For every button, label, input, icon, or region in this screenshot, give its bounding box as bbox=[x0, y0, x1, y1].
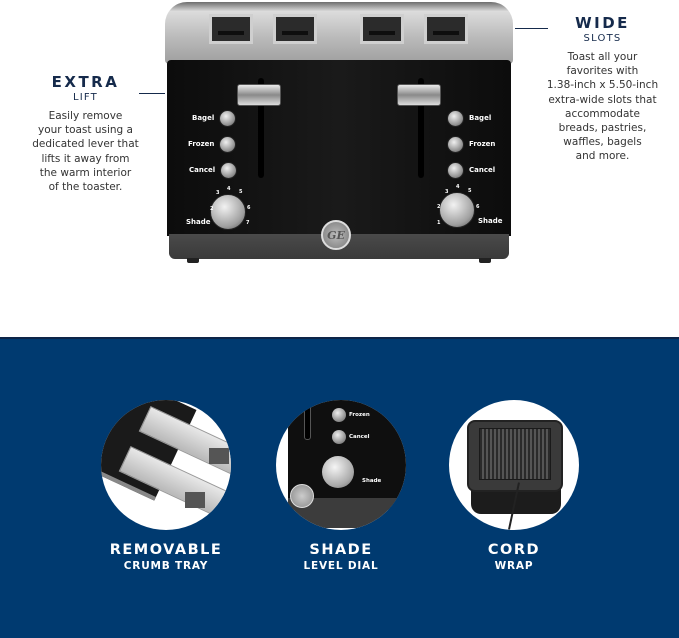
lever-track bbox=[258, 78, 264, 178]
ge-logo-icon: GE bbox=[321, 220, 351, 250]
body-line: and more. bbox=[575, 150, 630, 163]
callout-subtitle: SLOTS bbox=[583, 33, 622, 44]
cord-wrap-image-icon bbox=[449, 400, 579, 530]
feature-title: CORD bbox=[487, 542, 541, 558]
cancel-button-icon bbox=[332, 430, 346, 444]
body-line: your toast using a bbox=[38, 124, 133, 137]
dial-number: 1 bbox=[437, 220, 441, 226]
feature-removable-crumb-tray: REMOVABLE CRUMB TRAY bbox=[96, 400, 236, 573]
tray-tab bbox=[185, 492, 205, 508]
body-line: breads, pastries, bbox=[558, 122, 647, 135]
shade-dial-left-icon bbox=[210, 194, 246, 230]
frozen-button-icon bbox=[332, 408, 346, 422]
extra-lift-leader-line bbox=[139, 93, 165, 94]
ge-logo-icon bbox=[290, 484, 314, 508]
lever-slot bbox=[304, 400, 311, 440]
toaster-foot bbox=[187, 258, 199, 263]
toaster-top-cap bbox=[165, 2, 513, 64]
feature-subtitle: CRUMB TRAY bbox=[123, 560, 209, 572]
body-line: the warm interior bbox=[39, 166, 132, 179]
lever-track bbox=[418, 78, 424, 178]
frozen-button-icon bbox=[219, 135, 237, 153]
shade-dial-image-icon: Frozen Cancel Shade bbox=[276, 400, 406, 530]
body-line: waffles, bagels bbox=[563, 136, 642, 149]
bagel-control-right: Bagel bbox=[447, 109, 491, 127]
product-hero-section: EXTRA LIFT Easily remove your toast usin… bbox=[8, 2, 675, 264]
shade-label-left: Shade bbox=[186, 218, 211, 226]
shade-dial-right-icon bbox=[439, 192, 475, 228]
dial-number: 2 bbox=[210, 206, 214, 212]
bagel-control-left: Bagel bbox=[192, 109, 237, 127]
body-line: lifts it away from bbox=[41, 152, 130, 165]
cancel-control-right: Cancel bbox=[447, 161, 495, 179]
feature-shade-level-dial: Frozen Cancel Shade SHADE LEVEL DIAL bbox=[271, 400, 411, 573]
control-label: Cancel bbox=[189, 166, 216, 174]
body-line: Toast all your bbox=[567, 51, 638, 63]
toaster-product-image: Bagel Frozen Cancel 2 3 4 5 6 7 Shade Ba… bbox=[165, 2, 513, 264]
frozen-label: Frozen bbox=[349, 412, 370, 418]
control-label: Frozen bbox=[469, 140, 496, 148]
callout-body: Easily remove your toast using a dedicat… bbox=[8, 109, 163, 194]
extra-lift-callout: EXTRA LIFT Easily remove your toast usin… bbox=[8, 73, 163, 194]
cancel-control-left: Cancel bbox=[189, 161, 238, 179]
body-line: 1.38-inch x 5.50-inch bbox=[546, 79, 659, 92]
feature-subtitle: WRAP bbox=[494, 560, 534, 572]
bread-slot bbox=[273, 14, 317, 44]
dial-number: 7 bbox=[246, 220, 250, 226]
body-line: of the toaster. bbox=[48, 181, 123, 194]
tray-tab bbox=[209, 448, 229, 464]
callout-title: WIDE bbox=[575, 14, 630, 32]
body-line: dedicated lever that bbox=[32, 138, 139, 151]
shade-label-right: Shade bbox=[478, 217, 503, 225]
cancel-label: Cancel bbox=[349, 434, 370, 440]
callout-body: Toast all your favorites with 1.38-inch … bbox=[530, 50, 675, 164]
dial-number: 5 bbox=[468, 188, 472, 194]
wide-slots-leader-line bbox=[515, 28, 548, 29]
crumb-tray-image-icon bbox=[101, 400, 231, 530]
bread-slot bbox=[360, 14, 404, 44]
dial-number: 6 bbox=[247, 205, 251, 211]
dial-number: 2 bbox=[437, 204, 441, 210]
body-line: favorites with bbox=[566, 65, 639, 78]
control-label: Frozen bbox=[188, 140, 215, 148]
cancel-button-icon bbox=[220, 161, 238, 179]
feature-title: SHADE bbox=[309, 542, 373, 558]
feature-title: REMOVABLE bbox=[109, 542, 223, 558]
control-label: Cancel bbox=[469, 166, 496, 174]
shade-dial-icon bbox=[322, 456, 354, 488]
dial-number: 5 bbox=[239, 189, 243, 195]
dial-number: 3 bbox=[445, 189, 449, 195]
bread-slot bbox=[209, 14, 253, 44]
frozen-button-icon bbox=[447, 135, 464, 153]
control-label: Bagel bbox=[469, 114, 492, 122]
feature-subtitle: LEVEL DIAL bbox=[303, 560, 379, 572]
frozen-control-right: Frozen bbox=[447, 135, 495, 153]
underside-grille bbox=[479, 428, 551, 480]
dial-number: 6 bbox=[476, 204, 480, 210]
callout-title: EXTRA bbox=[51, 73, 120, 91]
control-label: Bagel bbox=[192, 114, 215, 122]
frozen-control-left: Frozen bbox=[188, 135, 237, 153]
bread-slot bbox=[424, 14, 468, 44]
body-line: accommodate bbox=[565, 107, 640, 120]
body-line: Easily remove bbox=[48, 110, 123, 122]
body-line: extra-wide slots that bbox=[548, 93, 657, 106]
cancel-button-icon bbox=[447, 161, 464, 179]
dial-number: 3 bbox=[216, 190, 220, 196]
shade-label: Shade bbox=[362, 478, 382, 484]
bagel-button-icon bbox=[447, 109, 464, 127]
feature-cord-wrap: CORD WRAP bbox=[444, 400, 584, 573]
lift-lever-right bbox=[397, 84, 441, 106]
lift-lever-left bbox=[237, 84, 281, 106]
bagel-button-icon bbox=[219, 109, 237, 127]
dial-number: 4 bbox=[456, 184, 460, 190]
callout-subtitle: LIFT bbox=[72, 92, 98, 103]
dial-number: 4 bbox=[227, 186, 231, 192]
toaster-foot bbox=[479, 258, 491, 263]
wide-slots-callout: WIDE SLOTS Toast all your favorites with… bbox=[530, 14, 675, 164]
